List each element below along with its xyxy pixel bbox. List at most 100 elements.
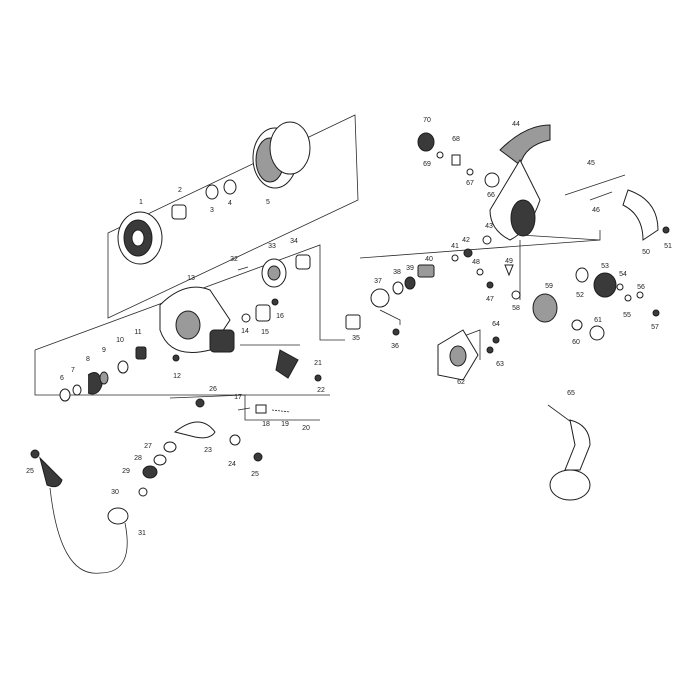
part-label: 51: [664, 243, 672, 250]
part-label: 65: [567, 390, 575, 397]
part-68: [451, 154, 461, 166]
part-label: 69: [423, 161, 431, 168]
part-label: 38: [393, 269, 401, 276]
part-label: 67: [466, 180, 474, 187]
part-27: [163, 441, 177, 453]
part-63: [486, 346, 494, 354]
part-label: 64: [492, 321, 500, 328]
part-label: 34: [290, 238, 298, 245]
part-label: 30: [111, 489, 119, 496]
part-62: [437, 329, 479, 381]
part-label: 23: [204, 447, 212, 454]
part-label: 61: [594, 317, 602, 324]
part-label: 44: [512, 121, 520, 128]
part-label: 56: [637, 284, 645, 291]
part-label: 13: [187, 275, 195, 282]
part-24: [229, 434, 241, 446]
part-25: [253, 452, 263, 462]
part-label: 28: [134, 455, 142, 462]
part-56: [636, 291, 644, 299]
part-15: [255, 304, 271, 322]
part-65-handle: [547, 404, 591, 501]
part-label: 46: [592, 207, 600, 214]
part-59: [532, 293, 558, 323]
body-group-base: [34, 350, 330, 396]
part-label: 10: [116, 337, 124, 344]
part-label: 41: [451, 243, 459, 250]
part-label: 24: [228, 461, 236, 468]
part-label: 54: [619, 271, 627, 278]
part-60: [571, 319, 583, 331]
part-label: 58: [512, 305, 520, 312]
part-35: [345, 314, 361, 330]
part-label: 55: [623, 312, 631, 319]
part-label: 22: [317, 387, 325, 394]
part-18: [255, 404, 267, 414]
part-45: [564, 174, 626, 196]
part-label: 39: [406, 265, 414, 272]
part-label: 18: [262, 421, 270, 428]
part-label: 15: [261, 329, 269, 336]
part-label: 42: [462, 237, 470, 244]
part-label: 40: [425, 256, 433, 263]
part-label: 62: [457, 379, 465, 386]
part-label: 9: [102, 347, 106, 354]
part-3-washer: [205, 184, 219, 200]
part-13-rotor-body: [159, 286, 235, 353]
part-2-washer: [171, 204, 187, 220]
part-label: 57: [651, 324, 659, 331]
part-26: [195, 398, 205, 408]
part-17: [237, 407, 251, 411]
part-label: 53: [601, 263, 609, 270]
part-46: [589, 191, 613, 201]
part-5-spool: [252, 121, 311, 189]
part-6: [59, 388, 71, 402]
part-22: [314, 374, 322, 382]
part-40: [417, 264, 435, 278]
part-11: [135, 346, 147, 360]
part-label: 4: [228, 200, 232, 207]
part-label: 48: [472, 259, 480, 266]
part-label: 25: [26, 468, 34, 475]
part-label: 1: [139, 199, 143, 206]
part-label: 43: [485, 223, 493, 230]
part-label: 20: [302, 425, 310, 432]
part-label: 25: [251, 471, 259, 478]
part-51: [662, 226, 670, 234]
part-14: [241, 313, 251, 323]
part-label: 35: [352, 335, 360, 342]
part-69: [436, 151, 444, 159]
part-30: [138, 487, 148, 497]
bail-bracket: [169, 394, 320, 421]
part-label: 49: [505, 258, 513, 265]
part-43: [482, 235, 492, 245]
part-label: 19: [281, 421, 289, 428]
part-label: 6: [60, 375, 64, 382]
part-41: [451, 254, 459, 262]
part-58: [511, 290, 521, 300]
part-47: [486, 281, 494, 289]
connector-a: [379, 309, 401, 325]
part-50: [622, 189, 659, 241]
part-label: 12: [173, 373, 181, 380]
part-37: [370, 288, 390, 308]
part-label: 68: [452, 136, 460, 143]
part-label: 59: [545, 283, 553, 290]
part-label: 26: [209, 386, 217, 393]
part-label: 52: [576, 292, 584, 299]
part-61: [589, 325, 605, 341]
part-label: 2: [178, 187, 182, 194]
part-55: [624, 294, 632, 302]
part-32: [237, 266, 249, 271]
rotor-group-frame: [359, 230, 601, 259]
part-16: [271, 298, 279, 306]
part-4-washer: [223, 179, 237, 195]
part-21: [275, 349, 299, 379]
part-label: 29: [122, 468, 130, 475]
part-label: 5: [266, 199, 270, 206]
part-31-bail: [39, 456, 129, 574]
part-label: 17: [234, 394, 242, 401]
part-label: 7: [71, 367, 75, 374]
